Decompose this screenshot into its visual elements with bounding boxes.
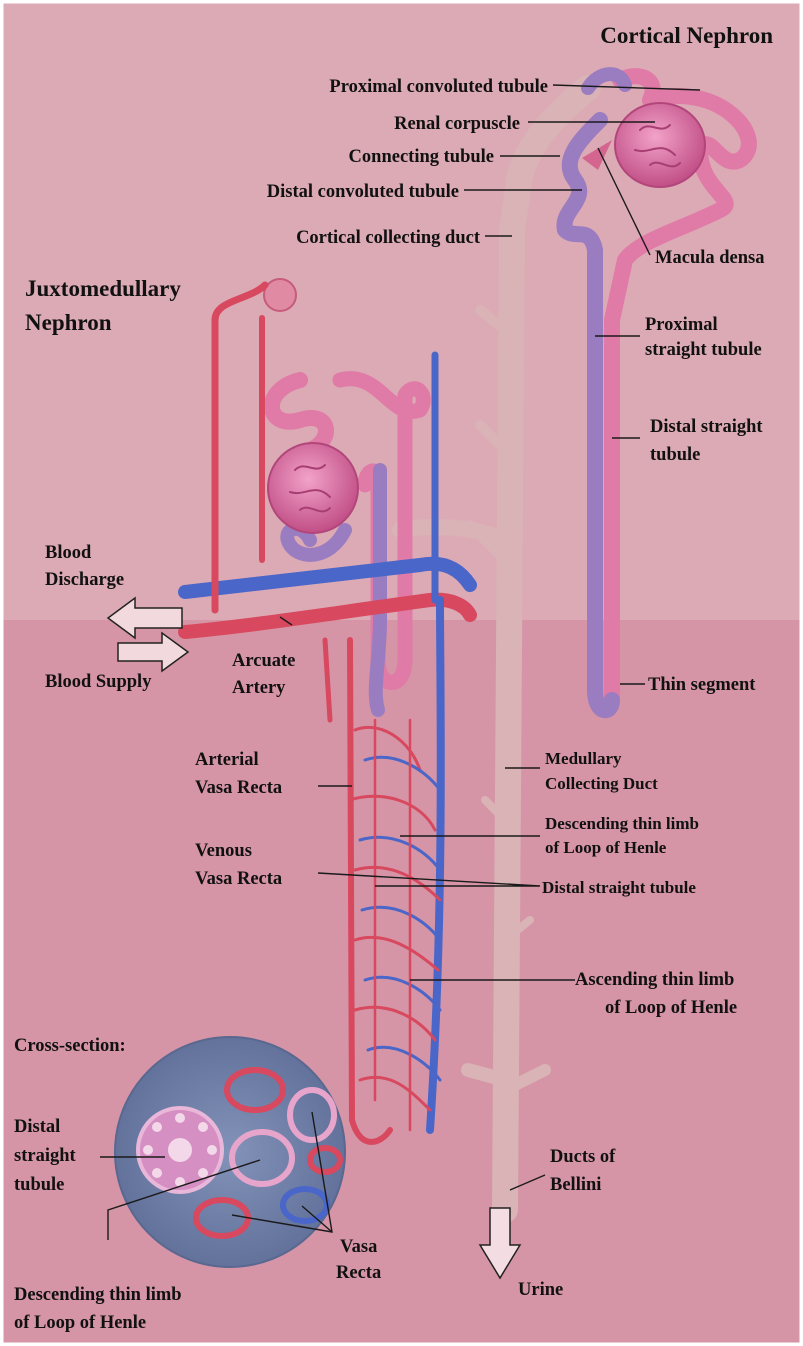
label-cs-distal-2: straight: [14, 1146, 77, 1166]
label-descending-1: Descending thin limb: [545, 814, 699, 833]
label-medullary-1: Medullary: [545, 749, 622, 768]
label-cs-descending-2: of Loop of Henle: [14, 1313, 146, 1333]
label-cs-vasa-1: Vasa: [340, 1237, 377, 1257]
label-cs-vasa-2: Recta: [336, 1263, 381, 1283]
label-arcuate-2: Artery: [232, 678, 286, 698]
heading-juxta-line1: Juxtomedullary: [25, 276, 181, 301]
label-medullary-2: Collecting Duct: [545, 774, 658, 793]
label-ducts-of-bellini-2: Bellini: [550, 1175, 601, 1195]
juxta-renal-corpuscle: [268, 443, 358, 533]
label-distal-convoluted-tubule: Distal convoluted tubule: [267, 182, 459, 202]
label-urine: Urine: [518, 1280, 563, 1300]
label-blood-discharge-1: Blood: [45, 543, 92, 563]
label-proximal-straight-1: Proximal: [645, 315, 718, 335]
heading-cross-section: Cross-section:: [14, 1036, 126, 1056]
label-connecting-tubule: Connecting tubule: [349, 147, 494, 167]
label-distal-straight-mid: Distal straight tubule: [542, 878, 696, 897]
label-proximal-convoluted-tubule: Proximal convoluted tubule: [329, 77, 548, 97]
label-cortical-collecting-duct: Cortical collecting duct: [296, 228, 481, 248]
label-descending-2: of Loop of Henle: [545, 838, 667, 857]
label-distal-straight-top-1: Distal straight: [650, 417, 763, 437]
label-proximal-straight-2: straight tubule: [645, 340, 762, 360]
heading-cortical-nephron: Cortical Nephron: [600, 23, 773, 48]
cross-section: [115, 1037, 345, 1267]
label-arcuate-1: Arcuate: [232, 651, 295, 671]
label-renal-corpuscle: Renal corpuscle: [394, 114, 520, 134]
cortical-renal-corpuscle: [615, 103, 705, 187]
label-thin-segment: Thin segment: [648, 675, 756, 695]
label-arterial-vasa-1: Arterial: [195, 750, 259, 770]
label-venous-vasa-2: Vasa Recta: [195, 869, 282, 889]
label-venous-vasa-1: Venous: [195, 841, 252, 861]
label-blood-supply: Blood Supply: [45, 672, 152, 692]
heading-juxta-line2: Nephron: [25, 310, 112, 335]
label-cs-descending-1: Descending thin limb: [14, 1285, 182, 1305]
label-ascending-1: Ascending thin limb: [575, 970, 734, 990]
label-ascending-2: of Loop of Henle: [605, 998, 737, 1018]
label-ducts-of-bellini-1: Ducts of: [550, 1147, 616, 1167]
label-arterial-vasa-2: Vasa Recta: [195, 778, 282, 798]
label-blood-discharge-2: Discharge: [45, 570, 124, 590]
label-cs-distal-3: tubule: [14, 1175, 64, 1195]
label-distal-straight-top-2: tubule: [650, 445, 700, 465]
label-cs-distal-1: Distal: [14, 1117, 60, 1137]
label-macula-densa: Macula densa: [655, 248, 764, 268]
